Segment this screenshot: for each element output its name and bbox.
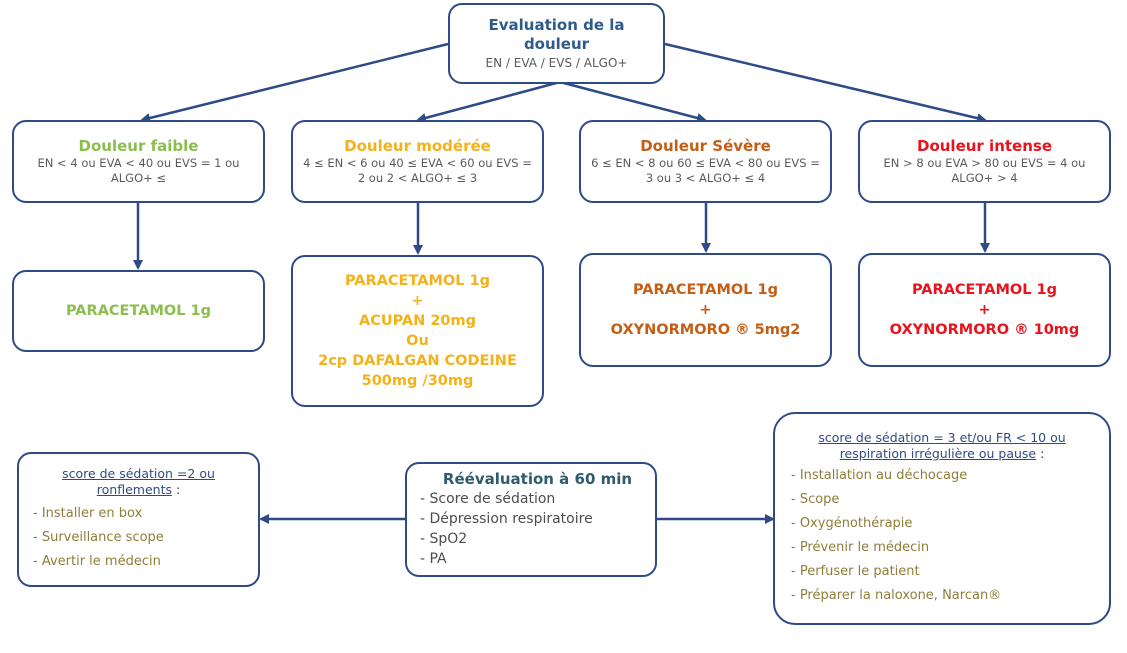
level-moderee-title: Douleur modérée	[344, 137, 491, 155]
left-branch-box: score de sédation =2 ou ronflements : - …	[17, 452, 260, 587]
treatment-moderee-line: 500mg /30mg	[361, 373, 474, 389]
root-evaluation-box: Evaluation de la douleur EN / EVA / EVS …	[448, 3, 665, 84]
level-intense-title: Douleur intense	[917, 137, 1052, 155]
root-subtitle: EN / EVA / EVS / ALGO+	[485, 56, 628, 70]
left-branch-heading: score de sédation =2 ou ronflements	[62, 466, 215, 497]
treatment-moderee-line: Ou	[406, 333, 429, 349]
level-severe-title: Douleur Sévère	[640, 137, 771, 155]
level-intense-box: Douleur intense EN > 8 ou EVA > 80 ou EV…	[858, 120, 1111, 203]
level-moderee-criteria: 4 ≤ EN < 6 ou 40 ≤ EVA < 60 ou EVS = 2 o…	[303, 156, 532, 185]
treatment-faible-box: PARACETAMOL 1g	[12, 270, 265, 352]
list-item: - Scope	[791, 492, 840, 507]
list-item: - Oxygénothérapie	[791, 516, 913, 531]
right-branch-list: - Installation au déchocage - Scope - Ox…	[791, 464, 1093, 608]
treatment-severe-line: +	[699, 302, 712, 318]
treatment-severe-line: OXYNORMORO ® 5mg2	[610, 322, 801, 338]
right-branch-heading-suffix: :	[1036, 446, 1045, 461]
treatment-severe-line: PARACETAMOL 1g	[633, 282, 778, 298]
list-item: - Installer en box	[33, 506, 143, 521]
treatment-intense-line: OXYNORMORO ® 10mg	[889, 322, 1080, 338]
root-title-line1: Evaluation de la	[488, 16, 625, 34]
list-item: - Avertir le médecin	[33, 554, 161, 569]
treatment-moderee-line: 2cp DAFALGAN CODEINE	[318, 353, 517, 369]
left-branch-heading-suffix: :	[172, 482, 181, 497]
list-item: - Surveillance scope	[33, 530, 164, 545]
list-item: - SpO2	[420, 531, 468, 547]
treatment-intense-box: PARACETAMOL 1g + OXYNORMORO ® 10mg	[858, 253, 1111, 367]
list-item: - Prévenir le médecin	[791, 540, 930, 555]
right-branch-heading-block: score de sédation = 3 et/ou FR < 10 ou r…	[791, 430, 1093, 462]
level-severe-criteria: 6 ≤ EN < 8 ou 60 ≤ EVA < 80 ou EVS = 3 o…	[591, 156, 820, 185]
treatment-intense-line: +	[978, 302, 991, 318]
root-title-line2: douleur	[523, 35, 590, 53]
list-item: - Installation au déchocage	[791, 468, 968, 483]
level-faible-title: Douleur faible	[78, 137, 199, 155]
level-moderee-box: Douleur modérée 4 ≤ EN < 6 ou 40 ≤ EVA <…	[291, 120, 544, 203]
level-faible-criteria: EN < 4 ou EVA < 40 ou EVS = 1 ou ALGO+ ≤	[37, 156, 240, 185]
treatment-moderee-line: ACUPAN 20mg	[358, 313, 476, 329]
list-item: - Perfuser le patient	[791, 564, 920, 579]
reevaluation-title: Réévaluation à 60 min	[442, 470, 633, 488]
right-branch-heading: score de sédation = 3 et/ou FR < 10 ou r…	[818, 430, 1066, 461]
level-intense-criteria: EN > 8 ou EVA > 80 ou EVS = 4 ou ALGO+ >…	[883, 156, 1086, 185]
reevaluation-list: - Score de sédation - Dépression respira…	[420, 489, 655, 569]
arrow-root-to-faible	[140, 42, 449, 123]
treatment-moderee-line: +	[411, 293, 424, 309]
left-branch-heading-block: score de sédation =2 ou ronflements :	[33, 466, 244, 498]
right-branch-box: score de sédation = 3 et/ou FR < 10 ou r…	[773, 412, 1111, 625]
list-item: - Score de sédation	[420, 491, 556, 507]
level-faible-box: Douleur faible EN < 4 ou EVA < 40 ou EVS…	[12, 120, 265, 203]
treatment-intense-line: PARACETAMOL 1g	[912, 282, 1057, 298]
level-severe-box: Douleur Sévère 6 ≤ EN < 8 ou 60 ≤ EVA < …	[579, 120, 832, 203]
arrow-root-to-severe	[559, 80, 707, 123]
list-item: - Préparer la naloxone, Narcan®	[791, 588, 1002, 603]
list-item: - Dépression respiratoire	[420, 511, 593, 527]
left-branch-list: - Installer en box - Surveillance scope …	[33, 502, 244, 574]
treatment-faible-line: PARACETAMOL 1g	[66, 303, 211, 319]
reevaluation-box: Réévaluation à 60 min - Score de sédatio…	[405, 462, 657, 577]
arrow-root-to-moderee	[416, 80, 561, 123]
treatment-moderee-line: PARACETAMOL 1g	[345, 273, 490, 289]
treatment-moderee-box: PARACETAMOL 1g + ACUPAN 20mg Ou 2cp DAFA…	[291, 255, 544, 407]
arrow-root-to-intense	[664, 42, 987, 124]
treatment-severe-box: PARACETAMOL 1g + OXYNORMORO ® 5mg2	[579, 253, 832, 367]
list-item: - PA	[420, 551, 447, 567]
